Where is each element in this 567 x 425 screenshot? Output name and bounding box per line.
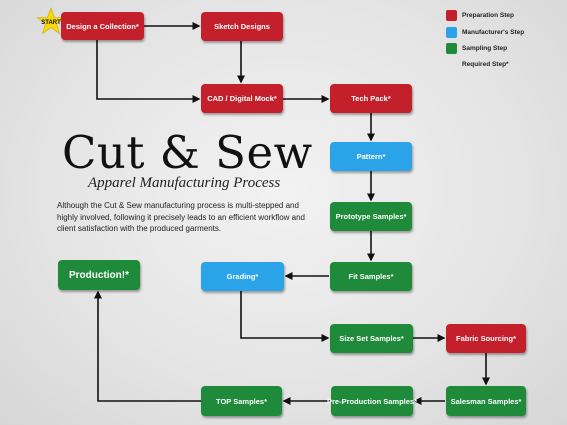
node-cad-mock: CAD / Digital Mock* xyxy=(201,84,283,113)
node-pre-production-samples: Pre-Production Samples* xyxy=(327,386,417,416)
description-text: Although the Cut & Sew manufacturing pro… xyxy=(57,201,305,233)
node-pattern: Pattern* xyxy=(330,142,412,171)
node-prototype-samples: Prototype Samples* xyxy=(330,202,412,231)
arrow-top-to-production xyxy=(94,290,201,402)
page-subtitle: Apparel Manufacturing Process xyxy=(88,175,281,191)
legend-sampling: Sampling Step xyxy=(446,43,507,54)
node-design-collection: Design a Collection* xyxy=(61,12,144,40)
node-fit-samples: Fit Samples* xyxy=(330,262,412,291)
page-title: Cut & Sew xyxy=(62,126,313,179)
node-size-set-samples: Size Set Samples* xyxy=(330,324,413,353)
arrow-design-to-cad xyxy=(96,40,201,103)
legend-manufacturer: Manufacturer's Step xyxy=(446,27,524,38)
start-label: START xyxy=(41,20,61,26)
arrow-grading-to-sizeset xyxy=(240,291,330,342)
legend-label-preparation: Preparation Step xyxy=(462,12,515,19)
node-sketch-designs: Sketch Designs xyxy=(201,12,283,41)
node-salesman-samples: Salesman Samples* xyxy=(446,386,526,416)
node-tech-pack: Tech Pack* xyxy=(330,84,412,113)
node-grading: Grading* xyxy=(201,262,284,291)
legend-swatch-green xyxy=(446,43,457,54)
node-top-samples: TOP Samples* xyxy=(201,386,282,416)
legend-preparation: Preparation Step xyxy=(446,10,514,21)
legend-label-manufacturer: Manufacturer's Step xyxy=(462,29,525,36)
legend-swatch-red xyxy=(446,10,457,21)
node-fabric-sourcing: Fabric Sourcing* xyxy=(446,324,526,353)
node-production: Production!* xyxy=(58,260,140,290)
legend-label-sampling: Sampling Step xyxy=(462,45,508,52)
legend-swatch-blue xyxy=(446,27,457,38)
legend-required-note: Required Step* xyxy=(462,61,509,68)
